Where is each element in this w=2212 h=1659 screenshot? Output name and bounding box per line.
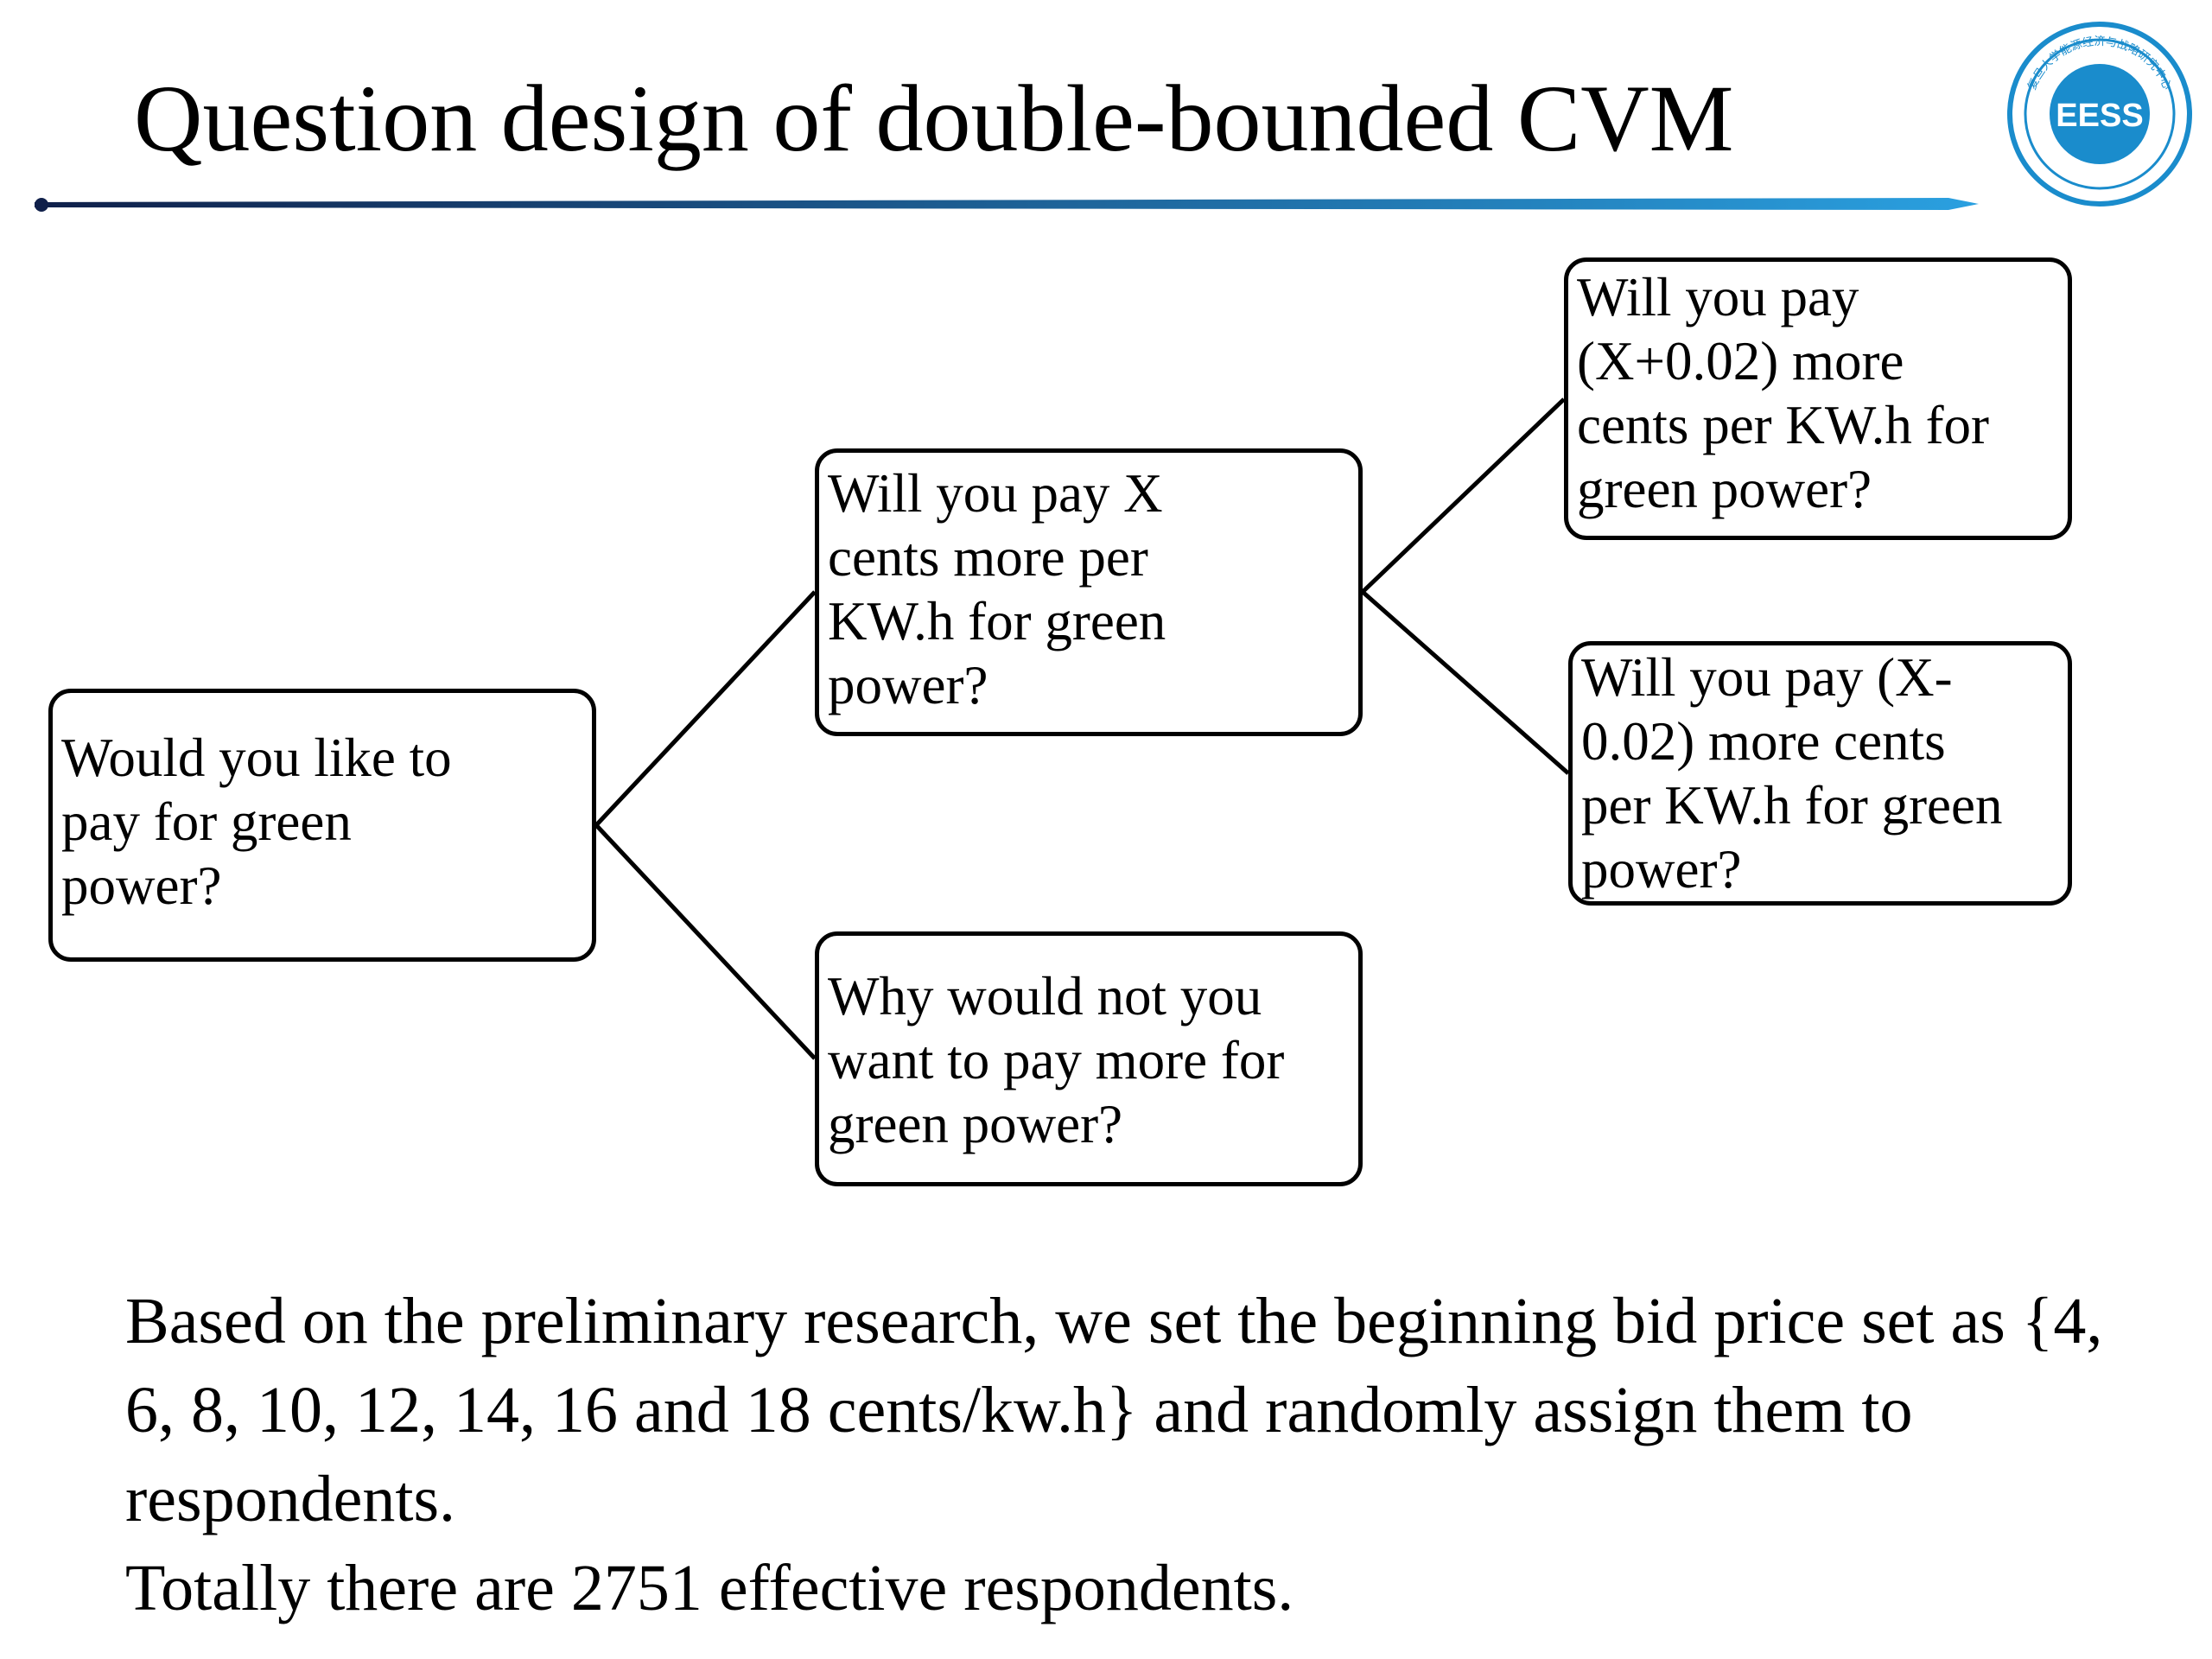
higher-bid-question-text: Will you pay (X+0.02) more cents per KW.… [1577, 267, 1990, 519]
body-text: Based on the preliminary research, we se… [125, 1277, 2113, 1631]
eess-logo-icon: EESS 复旦大学能源经济与战略研究中心 [2007, 22, 2192, 207]
title-underline-start-dot [35, 198, 48, 212]
bid-x-question-text: Will you pay X cents more per KW.h for g… [828, 463, 1166, 715]
bid-x-question-box: Will you pay X cents more per KW.h for g… [815, 448, 1363, 736]
connector-yes-to-higher [1361, 397, 1566, 594]
title-underline-bar [35, 198, 1979, 210]
root-question-text: Would you like to pay for green power? [61, 728, 452, 916]
lower-bid-question-text: Will you pay (X- 0.02) more cents per KW… [1581, 647, 2003, 899]
refusal-reason-question-text: Why would not you want to pay more for g… [828, 966, 1285, 1154]
respondent-count-sentence: Totally there are 2751 effective respond… [125, 1552, 1294, 1624]
connector-yes-to-lower [1361, 590, 1570, 775]
connector-root-to-yes [594, 590, 817, 827]
slide-title: Question design of double-bounded CVM [134, 66, 1734, 171]
higher-bid-question-box: Will you pay (X+0.02) more cents per KW.… [1564, 257, 2072, 540]
title-underline-arrow [35, 198, 1979, 212]
refusal-reason-question-box: Why would not you want to pay more for g… [815, 931, 1363, 1186]
connector-root-to-no [594, 823, 817, 1060]
lower-bid-question-box: Will you pay (X- 0.02) more cents per KW… [1568, 641, 2072, 906]
bid-set-paragraph: Based on the preliminary research, we se… [125, 1285, 2103, 1535]
root-question-box: Would you like to pay for green power? [48, 689, 596, 962]
svg-text:EESS: EESS [2056, 98, 2143, 134]
